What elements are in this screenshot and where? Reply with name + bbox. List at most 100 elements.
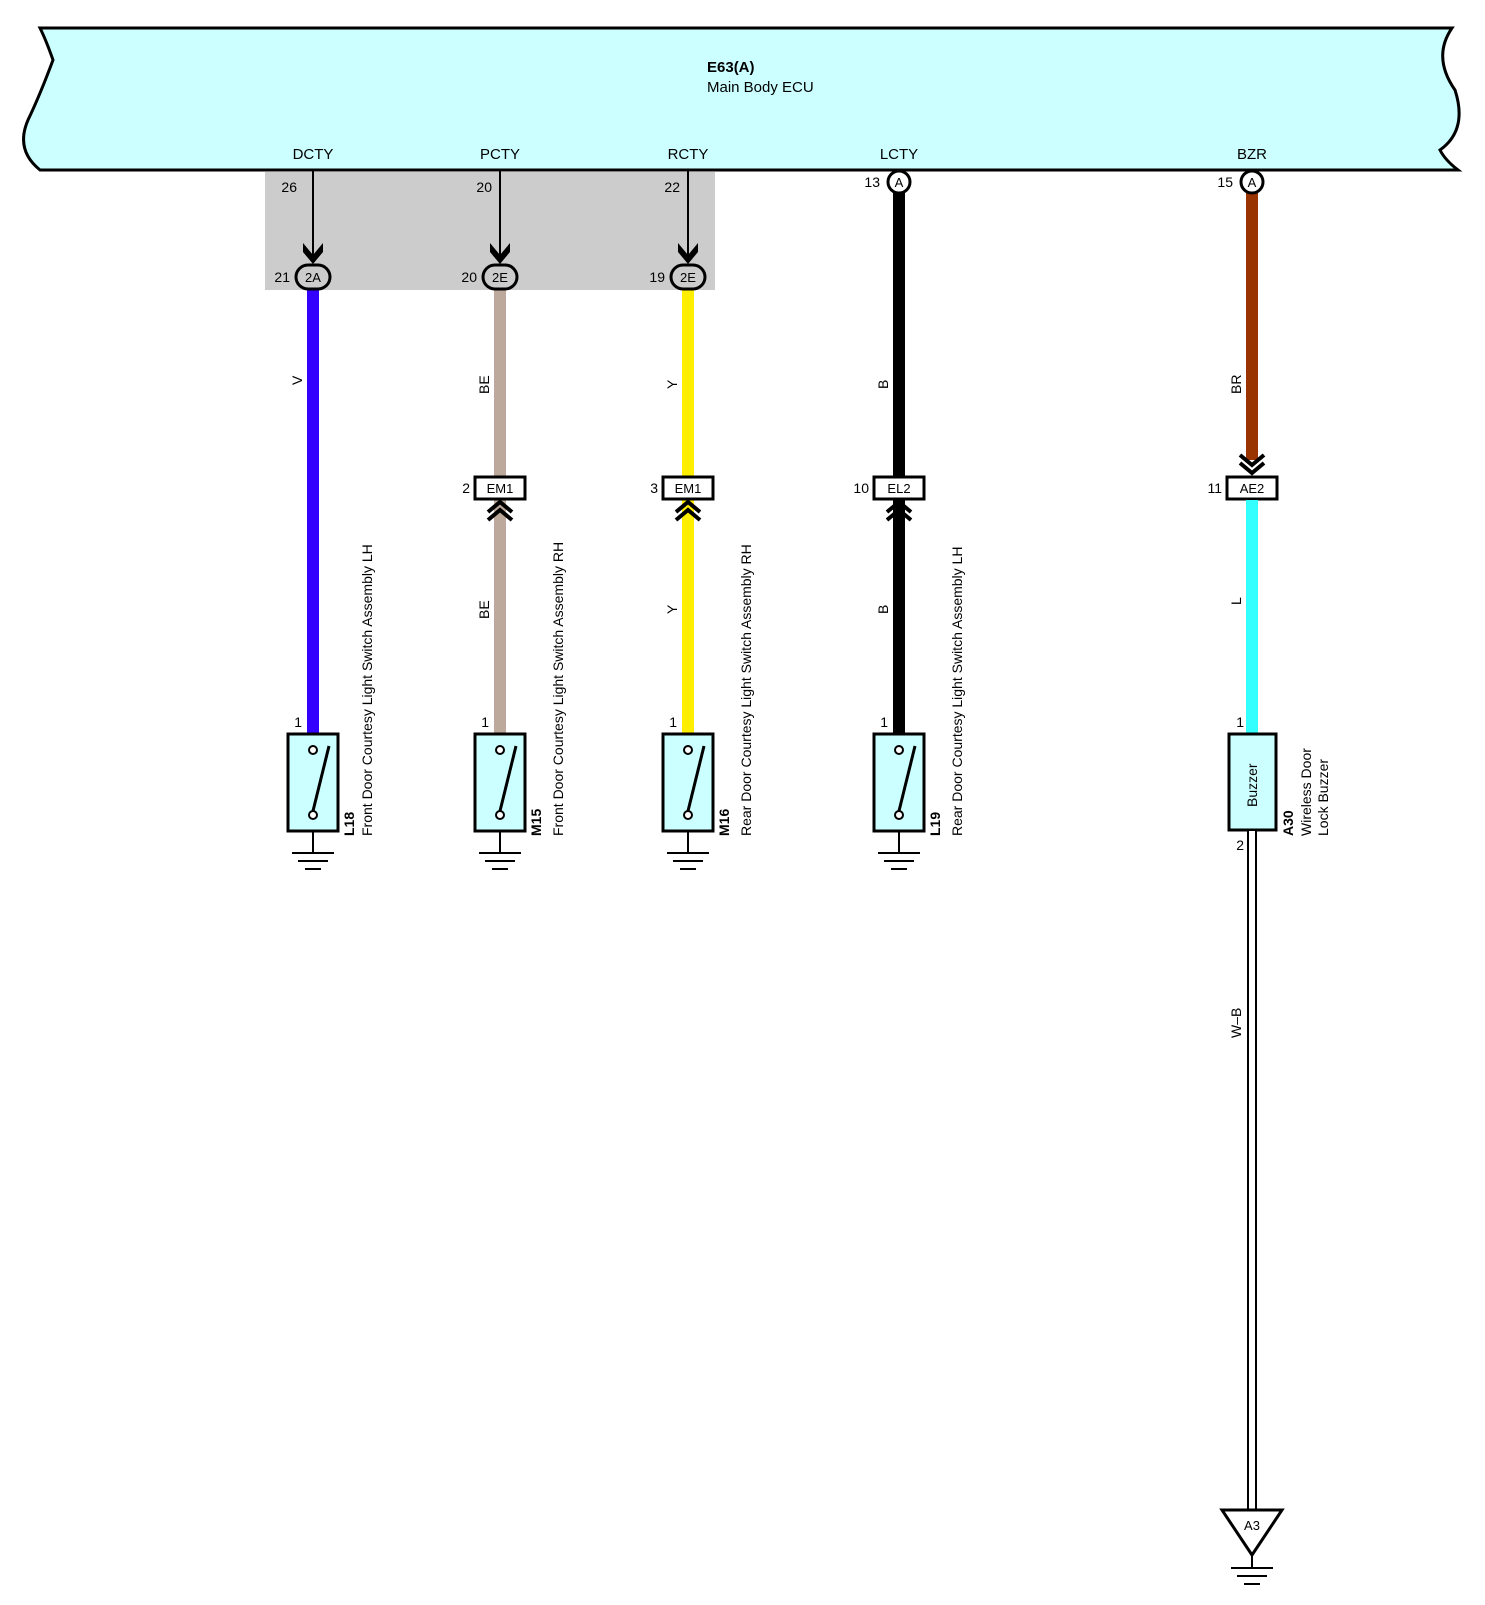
component-name: Front Door Courtesy Light Switch Assembl…: [550, 542, 566, 836]
connector-label: 2A: [305, 270, 321, 285]
switch-contact-icon: [894, 810, 904, 820]
switch-contact-icon: [894, 745, 904, 755]
ecu-pin: 22: [664, 179, 680, 195]
switch-blade-icon: [897, 745, 917, 812]
ground-icon: [292, 852, 334, 870]
component-name: Rear Door Courtesy Light Switch Assembly…: [738, 544, 754, 836]
inline-connector: [661, 475, 715, 501]
component-id: A30: [1280, 810, 1296, 836]
inline-pin: 10: [853, 480, 869, 496]
wire-code: B: [875, 380, 891, 389]
inline-connector: [1225, 475, 1279, 501]
inline-pin: 2: [462, 480, 470, 496]
connector-pin: 19: [649, 269, 665, 285]
component-pin-2: 2: [1236, 837, 1244, 853]
switch-contact-icon: [683, 810, 693, 820]
circuit-lcty: LCTY 13 A B EL2 10 B 1 L19 Rear Door Cou…: [853, 146, 965, 870]
ground-point-triangle: [1219, 1508, 1285, 1558]
chevron-up-icon: [885, 499, 913, 522]
wire-y-upper: [682, 288, 694, 478]
connector-circle: [886, 169, 912, 195]
wire-be-upper: [494, 288, 506, 478]
connector-oval: [669, 263, 707, 291]
circuit-rcty: RCTY 22 2E 19 Y EM1 3 Y 1 M16 Rear Door …: [649, 146, 754, 870]
ecu-name: Main Body ECU: [707, 79, 814, 96]
inline-label: EM1: [487, 481, 514, 496]
buzzer-inner-label: Buzzer: [1244, 763, 1260, 807]
inline-connector: [473, 475, 527, 501]
inline-label: EL2: [887, 481, 910, 496]
connector-oval: [481, 263, 519, 291]
wire-b-lower: [893, 500, 905, 734]
wire-code: BE: [476, 375, 492, 394]
signal-label: LCTY: [880, 146, 918, 163]
circuit-dcty: DCTY 26 2A 21 V 1 L18 Front Door Courtes…: [274, 146, 375, 870]
wire-code: B: [875, 605, 891, 614]
inline-label: EM1: [675, 481, 702, 496]
circuit-pcty: PCTY 20 2E 20 BE EM1 2 BE 1 M15 Front Do…: [461, 146, 566, 870]
ground-icon: [1231, 1567, 1273, 1585]
connector-label: A: [1248, 175, 1257, 190]
signal-label: DCTY: [293, 146, 334, 163]
wire-code: BR: [1228, 375, 1244, 394]
wire-code: BE: [476, 600, 492, 619]
component-name-line2: Lock Buzzer: [1315, 759, 1331, 836]
ground-icon: [479, 852, 521, 870]
ecu-id: E63(A): [707, 59, 755, 76]
connector-label: A: [895, 175, 904, 190]
switch-blade-icon: [311, 745, 331, 812]
inline-connector: [872, 475, 926, 501]
connector-pin: 21: [274, 269, 290, 285]
wire-b-upper: [893, 190, 905, 478]
component-id: M16: [716, 809, 732, 836]
wire-code: Y: [664, 379, 680, 389]
component-name: Rear Door Courtesy Light Switch Assembly…: [949, 547, 965, 836]
switch-contact-icon: [308, 810, 318, 820]
wire-l: [1246, 500, 1258, 734]
wire-v: [307, 288, 319, 734]
signal-label: RCTY: [668, 146, 709, 163]
component-pin: 1: [880, 714, 888, 730]
inline-pin: 11: [1207, 480, 1222, 496]
buzzer-body: [1227, 732, 1278, 832]
wire-code: V: [289, 375, 305, 385]
switch-contact-icon: [495, 745, 505, 755]
ecu-pin: 20: [476, 179, 492, 195]
arrow-down-icon: [678, 243, 698, 264]
ecu-pin: 13: [864, 174, 880, 190]
circuit-bzr: BZR 15 A BR AE2 11 L 1 Buzzer A30 Wirele…: [1207, 146, 1331, 1585]
wire-code: L: [1228, 597, 1244, 605]
ground-icon: [667, 852, 709, 870]
chevron-up-icon: [486, 499, 514, 522]
component-name: Front Door Courtesy Light Switch Assembl…: [359, 544, 375, 836]
connector-circle: [1239, 169, 1265, 195]
wire-be-lower: [494, 500, 506, 734]
arrow-down-icon: [1238, 453, 1266, 476]
component-pin: 1: [1236, 714, 1244, 730]
switch-blade-icon: [498, 745, 518, 812]
wire-br: [1246, 190, 1258, 460]
component-pin: 1: [481, 714, 489, 730]
ground-point-label: A3: [1244, 1518, 1260, 1533]
inline-label: AE2: [1240, 481, 1265, 496]
switch-contact-icon: [683, 745, 693, 755]
connector-label: 2E: [492, 270, 508, 285]
wire-w-b-core: [1249, 831, 1255, 1511]
arrow-down-icon: [490, 243, 510, 264]
ecu-pin: 15: [1217, 174, 1233, 190]
ecu-pin: 26: [281, 179, 297, 195]
inline-pin: 3: [650, 480, 658, 496]
signal-label: BZR: [1237, 146, 1267, 163]
connector-label: 2E: [680, 270, 696, 285]
wire-code: Y: [664, 604, 680, 614]
connector-oval: [294, 263, 332, 291]
component-pin: 1: [669, 714, 677, 730]
component-id: L19: [927, 812, 943, 836]
chevron-up-icon: [674, 499, 702, 522]
switch-contact-icon: [308, 745, 318, 755]
signal-label: PCTY: [480, 146, 520, 163]
ground-icon: [878, 852, 920, 870]
wire-y-lower: [682, 500, 694, 734]
connector-pin: 20: [461, 269, 477, 285]
switch-contact-icon: [495, 810, 505, 820]
